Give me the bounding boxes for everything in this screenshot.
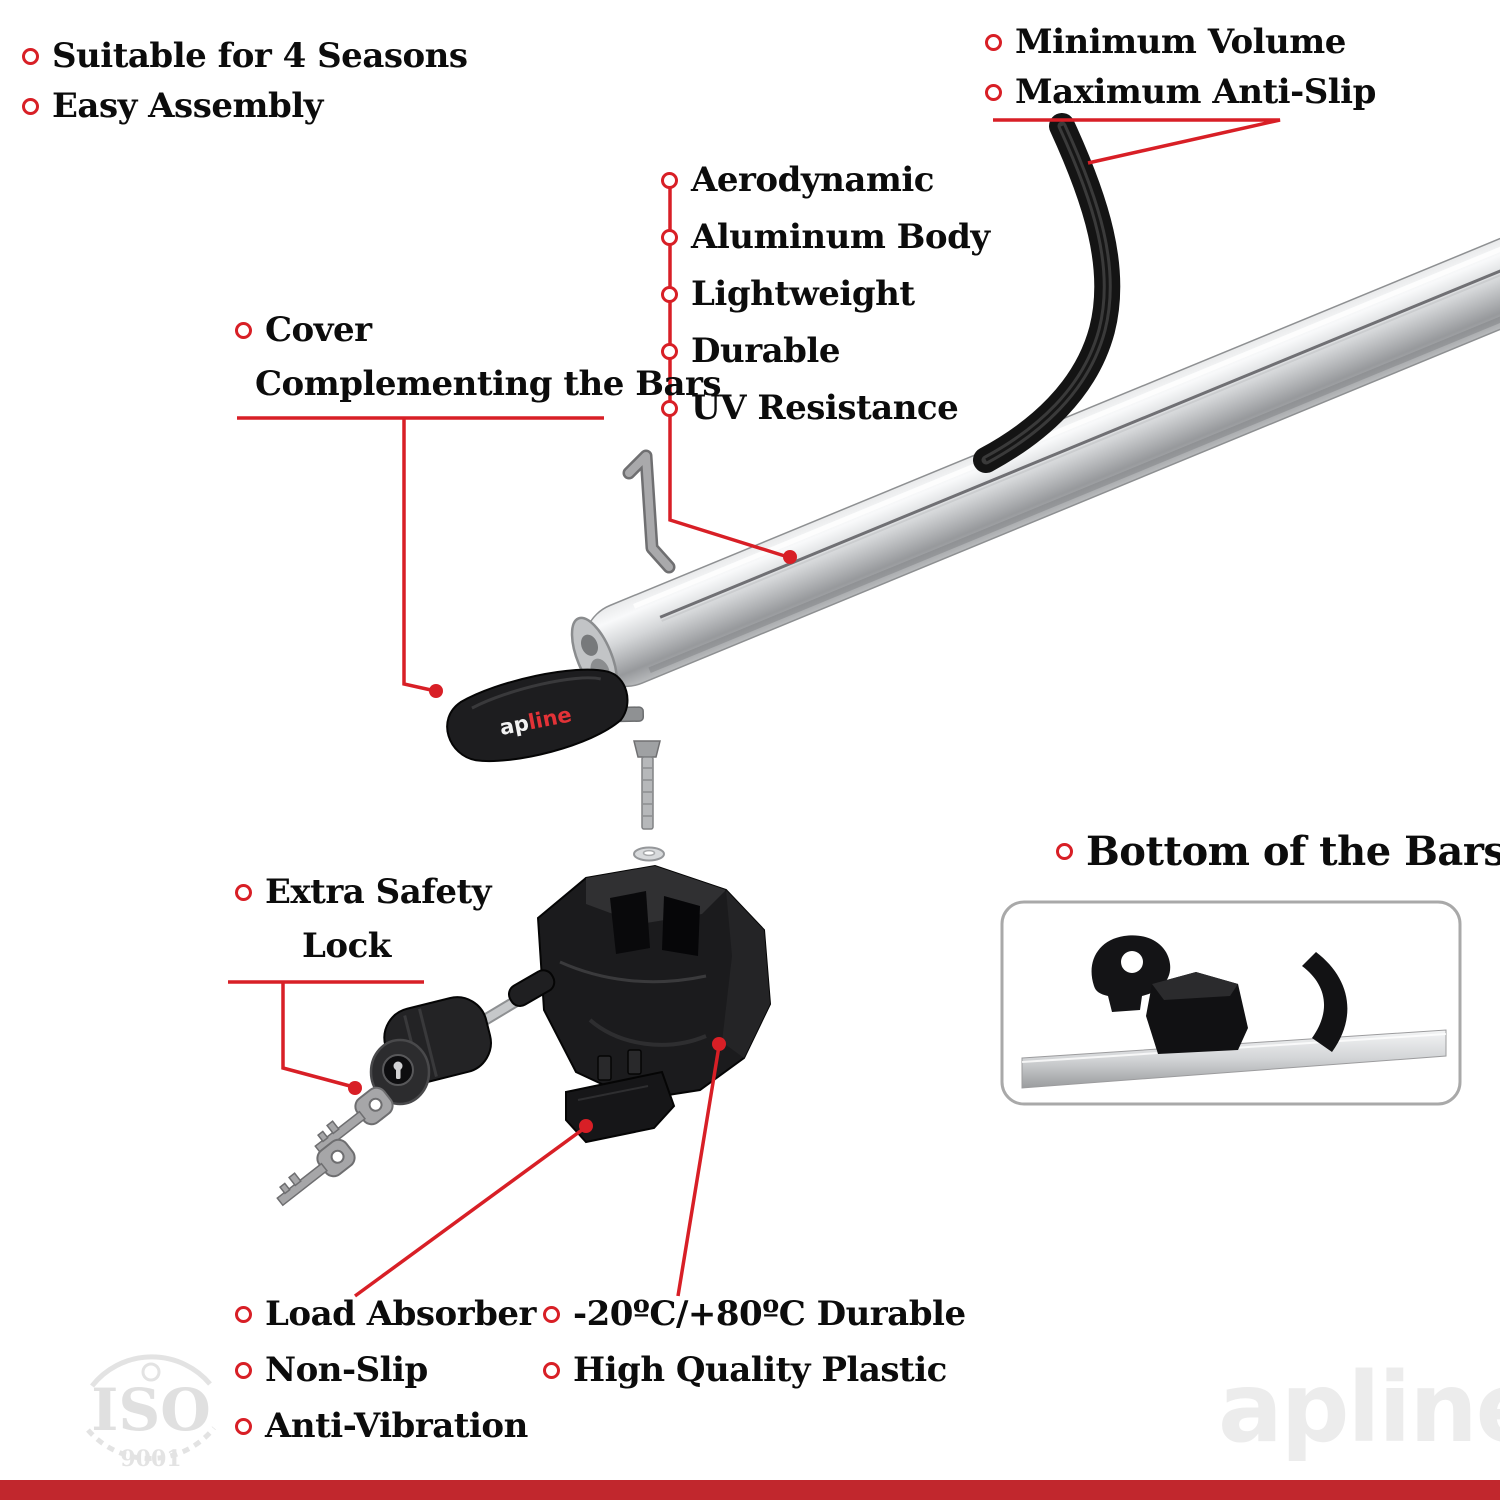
rubber-strip [973,113,1121,473]
note-label: High Quality Plastic [573,1350,947,1390]
annotation-dots [348,550,797,1133]
note-label: UV Resistance [691,388,959,428]
note-label: Maximum Anti-Slip [1015,72,1376,112]
note-maximum-anti-slip: Maximum Anti-Slip [985,72,1376,112]
bullet-ring-icon [235,1305,252,1323]
foot-bracket [536,864,772,1102]
roof-bar-body [583,202,1500,688]
allen-key [622,449,676,574]
dot-cover [429,684,443,698]
roof-bar [570,200,1500,698]
note-aluminum-body: Aluminum Body [661,217,990,257]
lock-pin-handle [507,969,556,1007]
bar-cover: apline [446,668,645,763]
bottom-red-strip [0,1480,1500,1500]
bullet-ring-icon [235,1361,252,1379]
note-anti-vibration: Anti-Vibration [235,1406,528,1446]
line-cover [237,416,604,692]
inset-rubber-strip [1302,952,1348,1052]
bullet-ring-icon [235,321,252,339]
bullet-ring-icon [661,228,678,246]
note-label: Lightweight [691,274,915,314]
note-label: Non-Slip [265,1350,428,1390]
note-label: Minimum Volume [1015,22,1346,62]
line-load-absorber [353,1125,588,1298]
bullet-ring-icon [985,33,1002,51]
dot-bar [783,550,797,564]
note-label: Aerodynamic [691,160,934,200]
note-high-quality-plastic: High Quality Plastic [543,1350,947,1390]
bullet-ring-icon [661,171,678,189]
note-minimum-volume: Minimum Volume [985,22,1346,62]
note-label: Load Absorber [265,1294,536,1334]
key-2 [269,1134,360,1215]
note-cover-line2: Complementing the Bars [255,364,722,404]
bullet-ring-icon [543,1305,560,1323]
roof-bar-groove [659,218,1500,619]
note-durable: Durable [661,331,840,371]
bullet-ring-icon [22,47,39,65]
iso-watermark: ISO 9001 [86,1354,216,1472]
note-label: Bottom of the Bars [1086,828,1500,875]
keyhole-icon [393,1061,403,1071]
safety-lock [269,969,556,1215]
dot-load-absorber [579,1119,593,1133]
cover-brand-logo: apline [498,702,574,739]
iso-globe-icon [141,1362,161,1382]
dot-bracket [712,1037,726,1051]
bullet-ring-icon [235,883,252,901]
note-label: Lock [302,926,391,966]
iso-watermark-sub: 9001 [120,1446,181,1472]
note-label: -20ºC/+80ºC Durable [573,1294,966,1334]
washer [633,846,665,862]
bullet-ring-icon [235,1417,252,1435]
bolt [633,740,661,830]
note-label: Complementing the Bars [255,364,722,404]
bullet-ring-icon [661,285,678,303]
note-label: Suitable for 4 Seasons [52,36,468,76]
note-temperature-durable: -20ºC/+80ºC Durable [543,1294,966,1334]
note-lightweight: Lightweight [661,274,915,314]
note-easy-assembly: Easy Assembly [22,86,323,126]
line-plastic [676,1045,721,1297]
inset-box [1000,900,1462,1106]
note-label: Aluminum Body [691,217,990,257]
bullet-ring-icon [22,97,39,115]
note-label: Extra Safety [265,872,491,912]
note-lock: Lock [302,926,391,966]
bullet-ring-icon [661,399,678,417]
note-non-slip: Non-Slip [235,1350,428,1390]
note-load-absorber: Load Absorber [235,1294,536,1334]
cover-logo-ap: ap [498,711,531,740]
inset-bar [1021,1029,1447,1089]
inset-clamp-body [1146,972,1248,1054]
note-label: Easy Assembly [52,86,323,126]
bullet-ring-icon [1056,843,1073,860]
note-extra-safety: Extra Safety [235,872,491,912]
note-label: Cover [265,310,372,350]
line-anti-slip [993,118,1281,165]
dot-lock [348,1081,362,1095]
note-label: Anti-Vibration [265,1406,528,1446]
line-lock [228,980,424,1088]
note-label: Durable [691,331,840,371]
bullet-ring-icon [985,83,1002,101]
load-absorber-part [565,1049,676,1144]
note-suitable-4-seasons: Suitable for 4 Seasons [22,36,468,76]
note-aerodynamic: Aerodynamic [661,160,934,200]
note-uv-resistance: UV Resistance [661,388,959,428]
bullet-ring-icon [543,1361,560,1379]
brand-watermark: apline [1218,1352,1500,1464]
iso-watermark-text: ISO [91,1376,211,1444]
note-bottom-of-bars: Bottom of the Bars [1056,828,1500,875]
note-cover: Cover [235,310,372,350]
bullet-ring-icon [661,342,678,360]
